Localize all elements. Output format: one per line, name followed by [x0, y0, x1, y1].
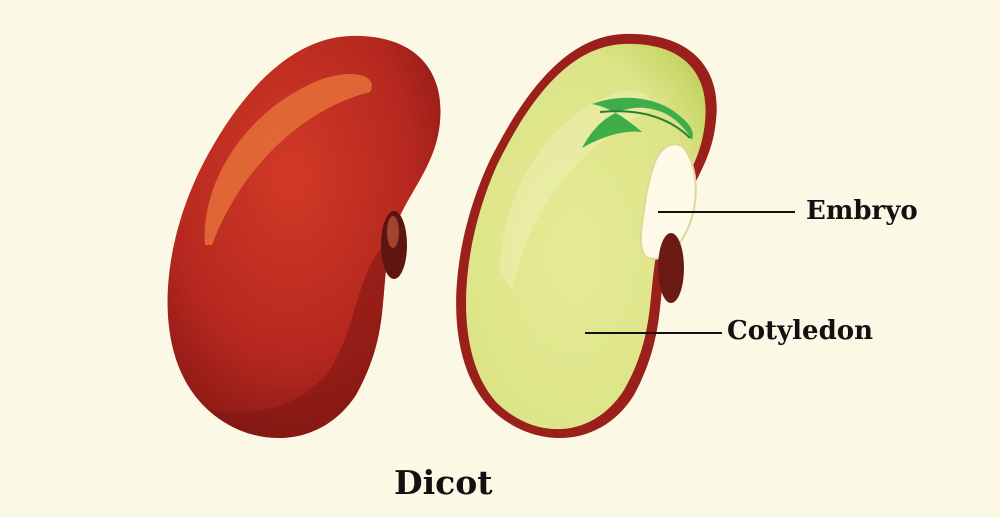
embryo-label: Embryo	[806, 196, 918, 226]
whole-seed-hilum-highlight	[387, 216, 399, 248]
whole-seed-shadow	[206, 236, 392, 439]
whole-seed-highlight	[204, 73, 372, 245]
plumule-leaf-vein	[599, 110, 691, 139]
cut-seed	[456, 33, 717, 439]
cotyledon-inner-light	[500, 90, 651, 290]
cut-seed-hilum	[658, 233, 684, 303]
diagram-caption: Dicot	[394, 463, 493, 502]
whole-seed	[167, 35, 441, 439]
cotyledon-label: Cotyledon	[727, 316, 873, 346]
plumule-leaf	[582, 97, 693, 148]
